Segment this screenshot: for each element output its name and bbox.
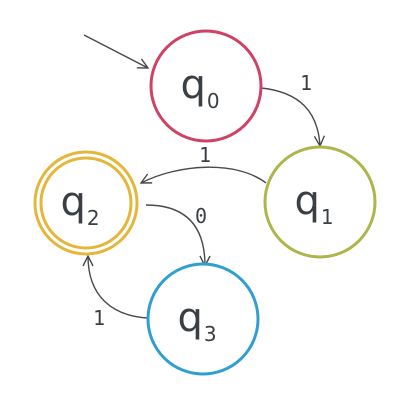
state-q3-label: q3: [177, 295, 216, 346]
state-q0: q0: [149, 29, 263, 143]
transition-q3-q2: [88, 256, 149, 319]
transition-label-q1-q2: 1: [199, 143, 211, 167]
state-q1-circle: [263, 145, 377, 259]
transition-q1-q2: [141, 166, 267, 183]
transition-label-q2-q3: 0: [195, 204, 207, 228]
state-q2: q2: [33, 150, 139, 256]
state-q3: q3: [146, 262, 260, 376]
state-q3-circle: [146, 262, 260, 376]
state-q1: q1: [263, 145, 377, 259]
transition-label-q0-q1: 1: [300, 71, 312, 95]
state-q0-circle: [149, 29, 263, 143]
transition-label-q3-q2: 1: [93, 306, 105, 330]
state-q2-inner-circle: [39, 156, 133, 250]
state-q1-label: q1: [294, 178, 333, 229]
state-q2-label: q2: [60, 179, 99, 230]
initial-arrow: [83, 34, 148, 68]
transition-q0-q1: [260, 87, 320, 146]
state-q0-label: q0: [180, 62, 219, 113]
transition-q2-q3: [145, 204, 205, 266]
state-q2-outer-circle: [33, 150, 139, 256]
